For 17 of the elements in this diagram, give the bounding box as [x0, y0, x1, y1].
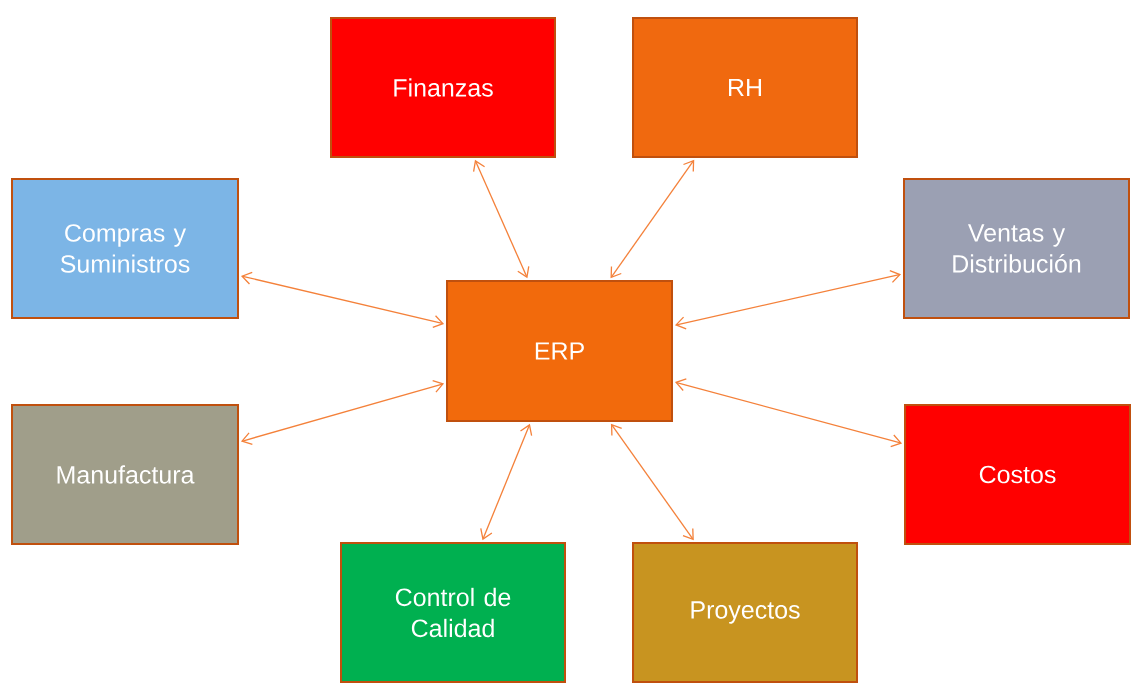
module-box: ERP — [446, 280, 673, 422]
module-box: Proyectos — [632, 542, 858, 683]
double-arrow — [480, 423, 533, 541]
double-arrow — [240, 380, 445, 446]
double-arrow — [610, 423, 694, 541]
double-arrow — [240, 271, 445, 329]
double-arrow — [610, 159, 695, 279]
module-box: Ventas y Distribución — [903, 178, 1130, 319]
module-box: Costos — [904, 404, 1131, 545]
module-box: Finanzas — [330, 17, 556, 158]
module-box: Control de Calidad — [340, 542, 566, 683]
double-arrow — [674, 378, 903, 448]
double-arrow — [674, 270, 902, 330]
module-box: Manufactura — [11, 404, 239, 545]
module-box: Compras y Suministros — [11, 178, 239, 319]
module-box: RH — [632, 17, 858, 158]
double-arrow — [472, 159, 530, 279]
